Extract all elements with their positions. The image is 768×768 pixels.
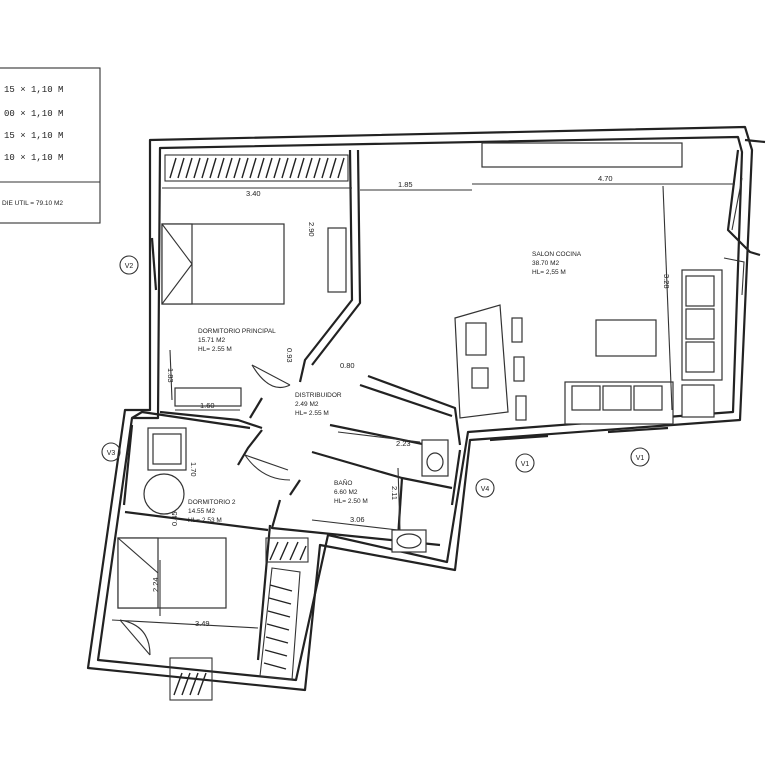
room-height: HL= 2.55 M [198, 346, 232, 353]
window-tags: V2 V3 V4 V1 V1 [101, 255, 650, 498]
svg-text:V1: V1 [521, 461, 530, 468]
salon-furniture [454, 142, 723, 425]
wardrobe-master [164, 154, 349, 182]
room-dormitorio-2: DORMITORIO 2 14.55 M2 HL= 2,53 M [188, 499, 236, 524]
dim-label: 3.06 [350, 515, 365, 524]
dim-label: 2.90 [307, 222, 316, 237]
wardrobe-bedroom-2 [259, 537, 309, 681]
dimension-labels: 3.40 1.85 4.70 2.90 3.28 1.83 1.60 0.80 … [151, 174, 671, 628]
legend-row-4: 10 × 1,10 M [4, 153, 63, 163]
room-dormitorio-principal: DORMITORIO PRINCIPAL 15.71 M2 HL= 2.55 M [198, 328, 276, 353]
room-area: 15.71 M2 [198, 337, 225, 344]
room-height: HL= 2.50 M [334, 498, 368, 505]
exterior-walls [86, 125, 766, 692]
svg-text:V2: V2 [125, 263, 134, 270]
balcony-steps [169, 657, 213, 701]
window-tag-v4: V4 [475, 478, 495, 498]
dim-label: 3.28 [662, 274, 671, 289]
room-area: 14.55 M2 [188, 508, 215, 515]
svg-text:V3: V3 [107, 450, 116, 457]
svg-text:V4: V4 [481, 486, 490, 493]
room-distribuidor: DISTRIBUIDOR 2.49 M2 HL= 2.55 M [295, 392, 342, 417]
room-area: 2.49 M2 [295, 401, 319, 408]
dim-label: 3.40 [246, 189, 261, 198]
room-salon-cocina: SALON COCINA 38.70 M2 HL= 2,55 M [532, 251, 582, 276]
room-height: HL= 2,55 M [532, 269, 566, 276]
legend-row-2: 00 × 1,10 M [4, 109, 63, 119]
room-name: DORMITORIO 2 [188, 499, 236, 506]
dim-label: 0.93 [285, 348, 294, 363]
room-name: SALON COCINA [532, 251, 582, 258]
legend-row-3: 15 × 1,10 M [4, 131, 63, 141]
room-height: HL= 2.55 M [295, 410, 329, 417]
master-desk [174, 387, 242, 407]
svg-text:V1: V1 [636, 455, 645, 462]
dim-label: 2.23 [396, 439, 411, 448]
dim-label: 2.24 [151, 577, 160, 592]
dim-label: 1.70 [189, 462, 198, 477]
dim-label: 1.85 [398, 180, 413, 189]
dim-label: 0.45 [170, 511, 179, 526]
window-openings [122, 237, 669, 506]
room-area: 6.60 M2 [334, 489, 358, 496]
dim-label: 2.11 [390, 486, 399, 500]
bedroom-2-furniture [117, 427, 227, 609]
interior-walls [124, 149, 462, 661]
room-height: HL= 2,53 M [188, 517, 222, 524]
dim-label: 4.70 [598, 174, 613, 183]
window-tag-v1-left: V1 [515, 453, 535, 473]
room-bano: BAÑO 6.60 M2 HL= 2.50 M [334, 478, 368, 505]
master-shelf [327, 227, 347, 293]
dim-label: 3.49 [195, 619, 210, 628]
window-tag-v3: V3 [101, 442, 121, 462]
dim-label: 0.80 [340, 361, 355, 370]
room-name: DORMITORIO PRINCIPAL [198, 328, 276, 335]
dimension-lines [111, 183, 735, 629]
bathroom-fixtures [391, 439, 449, 553]
room-area: 38.70 M2 [532, 260, 559, 267]
window-legend: 15 × 1,10 M 00 × 1,10 M 15 × 1,10 M 10 ×… [0, 67, 101, 224]
dim-label: 1.60 [200, 401, 215, 410]
room-name: DISTRIBUIDOR [295, 392, 342, 399]
master-bed [161, 223, 285, 305]
room-name: BAÑO [334, 478, 352, 487]
dim-label: 1.83 [166, 368, 175, 383]
legend-total-area: DIE UTIL = 79.10 M2 [2, 200, 63, 207]
legend-row-1: 15 × 1,10 M [4, 85, 63, 95]
window-tag-v2: V2 [119, 255, 139, 275]
window-tag-v1-right: V1 [630, 447, 650, 467]
